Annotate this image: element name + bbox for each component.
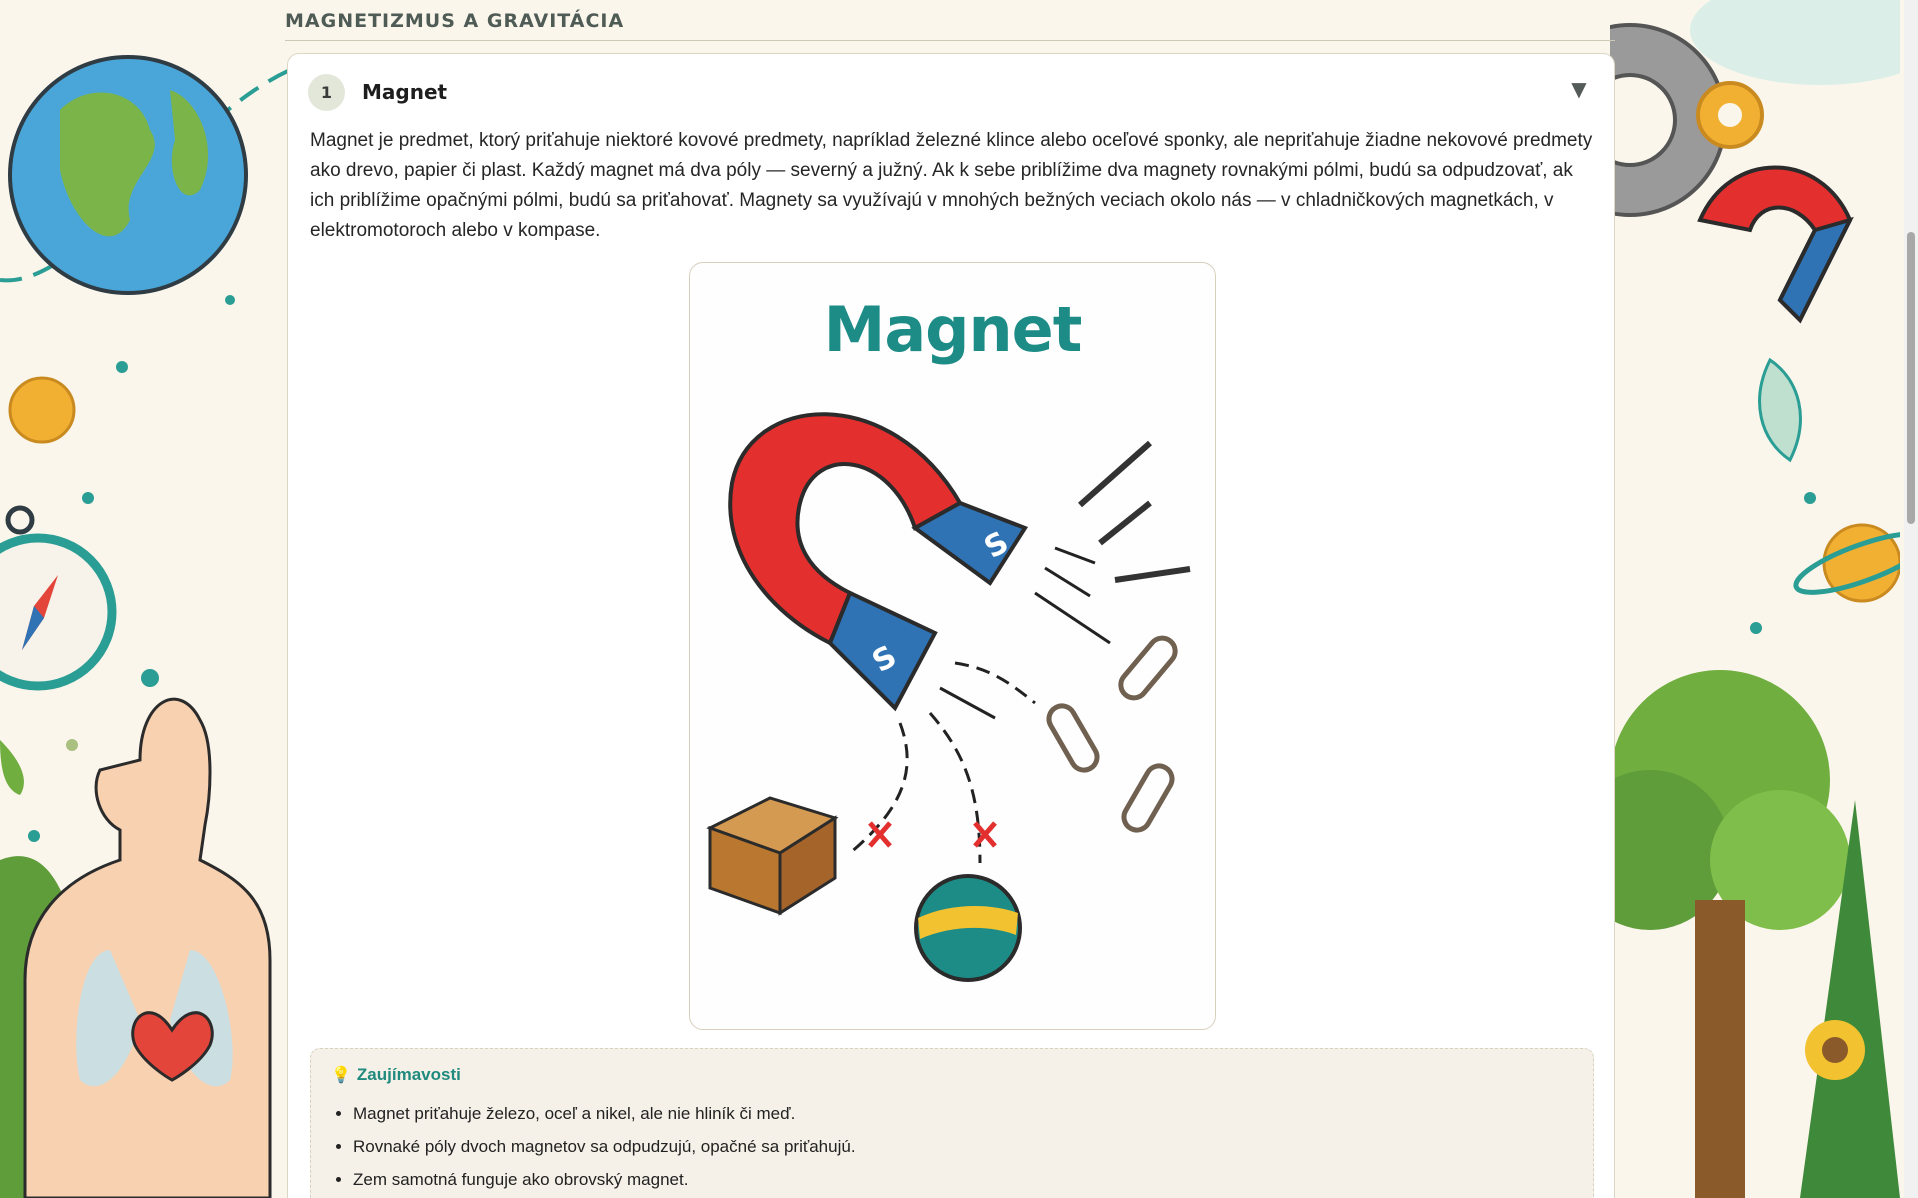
fun-facts-box: 💡 Zaujímavosti Magnet priťahuje železo, … — [310, 1048, 1594, 1198]
collapse-toggle-icon[interactable]: ▼ — [1571, 77, 1587, 101]
planet-icon — [8, 376, 76, 444]
section-divider — [285, 40, 1615, 41]
fun-facts-title: Zaujímavosti — [356, 1065, 461, 1084]
compass-icon — [0, 505, 117, 691]
leaf-icon — [1758, 357, 1802, 463]
magnet-illustration: Magnet S S — [689, 262, 1216, 1030]
fun-facts-list: Magnet priťahuje železo, oceľ a nikel, a… — [353, 1097, 856, 1196]
topic-title: Magnet — [362, 80, 448, 104]
scrollbar-thumb[interactable] — [1907, 232, 1915, 524]
vertical-scrollbar[interactable] — [1904, 0, 1918, 1198]
earth-icon — [8, 55, 248, 295]
horseshoe-magnet-icon — [1697, 165, 1854, 324]
tree-icon — [1610, 670, 1850, 1198]
card-header[interactable]: 1 Magnet — [308, 73, 448, 111]
list-item: Zem samotná funguje ako obrovský magnet. — [353, 1163, 856, 1196]
topic-number-badge: 1 — [308, 73, 345, 111]
section-title: MAGNETIZMUS A GRAVITÁCIA — [285, 10, 625, 32]
wooden-cube-icon — [706, 796, 839, 916]
left-decoration — [0, 55, 290, 1198]
human-body-icon — [23, 697, 272, 1198]
ball-icon — [914, 874, 1022, 982]
list-item: Magnet priťahuje železo, oceľ a nikel, a… — [353, 1097, 856, 1130]
illustration-title: Magnet — [823, 293, 1083, 366]
nail-icon — [1078, 440, 1191, 583]
not-attracted-mark-icon — [868, 821, 997, 848]
small-gear-icon — [1696, 81, 1764, 149]
topic-card: 1 Magnet ▼ Magnet je predmet, ktorý priť… — [287, 53, 1615, 1198]
horseshoe-magnet-icon — [728, 412, 1028, 712]
right-decoration — [1610, 0, 1900, 1198]
gear-icon — [1610, 23, 1727, 217]
list-item: Rovnaké póly dvoch magnetov sa odpudzujú… — [353, 1130, 856, 1163]
ringed-planet-icon — [1793, 523, 1900, 603]
topic-description: Magnet je predmet, ktorý priťahuje niekt… — [310, 130, 1593, 241]
lightbulb-icon: 💡 — [331, 1067, 351, 1084]
magnet-drawing: S S — [706, 412, 1191, 982]
paperclip-icon — [1046, 635, 1178, 833]
sunflower-icon — [1805, 1020, 1865, 1198]
